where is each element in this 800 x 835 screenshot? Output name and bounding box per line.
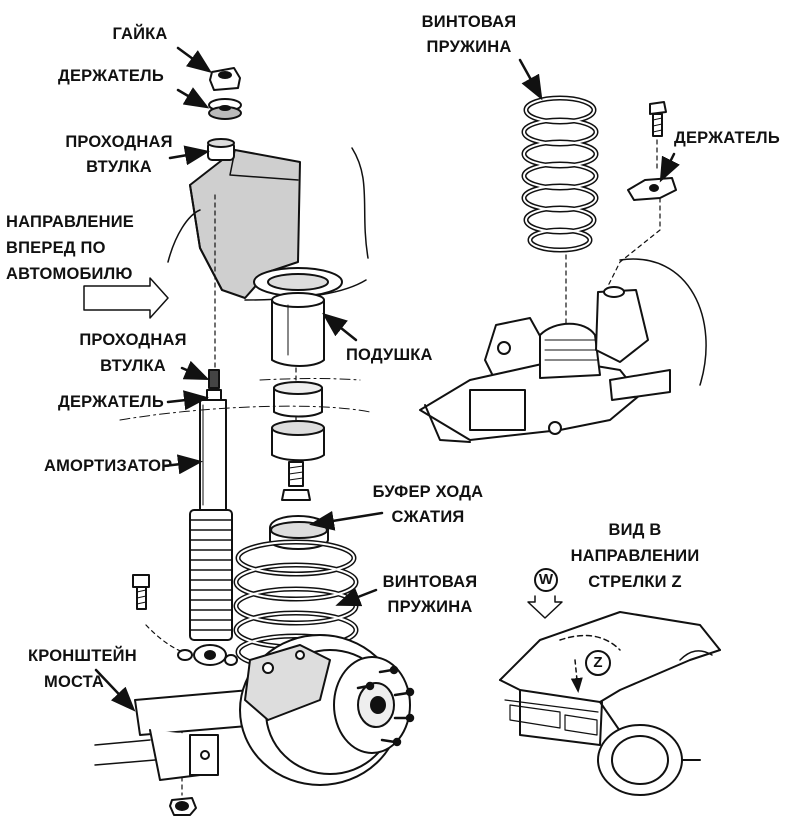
forward-direction-arrow — [83, 277, 169, 319]
axle-knuckle-assembly — [419, 258, 707, 443]
label-bushing-top-1: ПРОХОДНАЯ — [65, 133, 173, 151]
label-view-2: НАПРАВЛЕНИИ — [570, 547, 700, 565]
label-cushion: ПОДУШКА — [346, 346, 433, 364]
label-nut: ГАЙКА — [112, 25, 168, 43]
cushion — [253, 267, 343, 367]
shock-lower-bolt — [132, 574, 238, 666]
label-direction-3: АВТОМОБИЛЮ — [6, 265, 133, 283]
marker-z — [585, 650, 611, 676]
reference-lines — [119, 378, 371, 421]
label-shock: АМОРТИЗАТОР — [44, 457, 173, 475]
shock-absorber — [189, 194, 233, 666]
label-holder-mid: ДЕРЖАТЕЛЬ — [58, 393, 164, 411]
vehicle-sketch — [499, 595, 721, 796]
label-spring-low-1: ВИНТОВАЯ — [382, 573, 478, 591]
label-bumper-2: СЖАТИЯ — [391, 508, 465, 526]
marker-w — [534, 568, 558, 592]
label-view-1: ВИД В — [608, 521, 662, 539]
bottom-nut — [169, 704, 197, 816]
label-view-3: СТРЕЛКИ Z — [588, 573, 682, 591]
right-holder-bolt — [605, 101, 677, 291]
label-holder-right: ДЕРЖАТЕЛЬ — [674, 129, 780, 147]
marker-w-letter: W — [538, 571, 554, 588]
label-direction-2: ВПЕРЕД ПО — [6, 239, 106, 257]
upper-coil-spring — [521, 95, 599, 331]
brake-rotor-hub — [239, 634, 415, 786]
label-bumper-1: БУФЕР ХОДА — [372, 483, 484, 501]
label-direction-1: НАПРАВЛЕНИЕ — [6, 213, 135, 231]
cushion-stack — [271, 367, 325, 501]
label-bushing-top-2: ВТУЛКА — [86, 158, 152, 176]
axle-bracket — [94, 689, 261, 781]
label-spring-top-2: ПРУЖИНА — [426, 38, 512, 56]
label-bushing-mid-1: ПРОХОДНАЯ — [79, 331, 187, 349]
label-bracket-2: МОСТА — [44, 673, 105, 691]
leader-arrows — [94, 46, 680, 712]
label-spring-top-1: ВИНТОВАЯ — [421, 13, 517, 31]
label-bushing-mid-2: ВТУЛКА — [100, 357, 166, 375]
top-nut — [209, 67, 241, 91]
label-holder-top: ДЕРЖАТЕЛЬ — [58, 67, 164, 85]
label-bracket-1: КРОНШТЕЙН — [28, 647, 137, 665]
top-holder-washer — [208, 98, 242, 120]
top-bushing — [207, 138, 235, 161]
marker-z-letter: Z — [593, 654, 603, 671]
label-spring-low-2: ПРУЖИНА — [387, 598, 473, 616]
